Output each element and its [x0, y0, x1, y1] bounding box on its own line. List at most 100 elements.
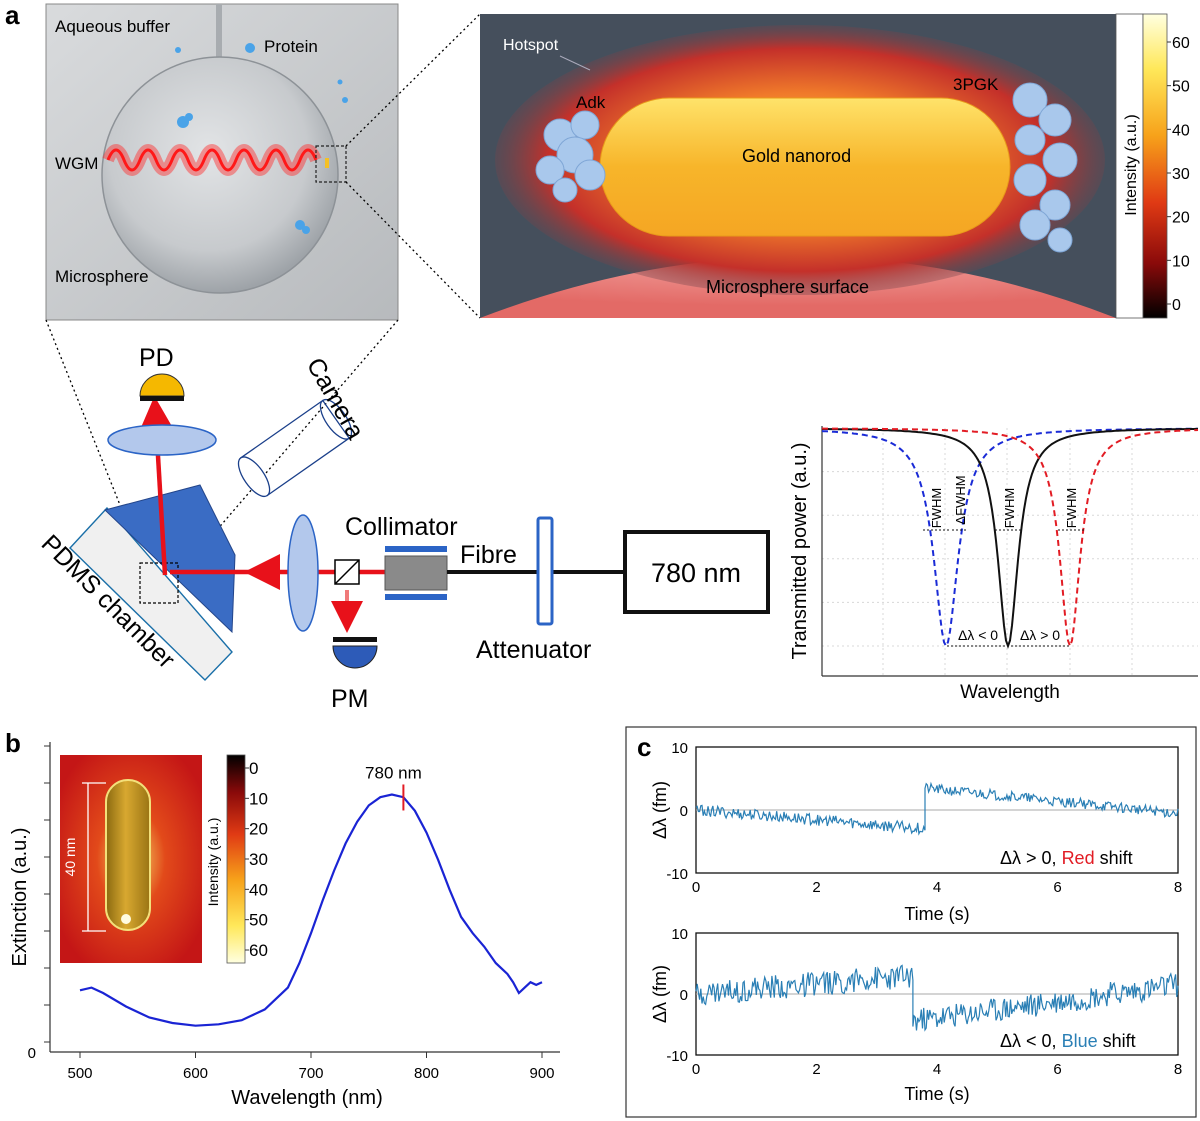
fibre-label: Fibre [460, 541, 517, 569]
inset-colorbar-tick-label: 50 [249, 911, 268, 930]
red-trace [695, 781, 1179, 836]
transmission-curve [821, 427, 1198, 649]
trace-x-tick-label: 8 [1174, 1061, 1182, 1078]
adk-protein [535, 110, 606, 203]
zoom-colorbar-gradient [1142, 13, 1168, 319]
extinction-x-tick-label: 500 [67, 1065, 92, 1082]
zoom-colorbar-tick-label: 60 [1172, 35, 1190, 52]
peak-label: 780 nm [365, 763, 422, 782]
shift-label-positive: Δλ > 0 [1020, 627, 1060, 643]
inset-colorbar-title: Intensity (a.u.) [205, 818, 221, 907]
transmission-curve [821, 427, 1199, 649]
trace-x-tick-label: 4 [933, 879, 941, 896]
prism [104, 484, 236, 634]
extinction-xlabel: Wavelength (nm) [231, 1087, 383, 1109]
microsphere-render: Aqueous buffer Protein WGM Microsphere [45, 3, 399, 321]
camera-cylinder [237, 398, 353, 498]
inset-rod [105, 779, 151, 931]
pm-bar [333, 637, 377, 642]
trace-y-tick-label: 10 [671, 926, 688, 943]
blue-xlabel: Time (s) [904, 1084, 969, 1104]
zoom-colorbar-tick-label: 50 [1172, 79, 1190, 96]
pgk-label: 3PGK [953, 75, 999, 94]
protein-label: Protein [264, 37, 318, 56]
camera-label: Camera [301, 353, 370, 444]
shift-label-negative: Δλ < 0 [958, 627, 998, 643]
fwhm-label-black: FWHM [1002, 488, 1017, 528]
extinction-x-tick-label: 900 [529, 1065, 554, 1082]
protein-particles [175, 43, 348, 234]
blue-ylabel: Δλ (fm) [650, 965, 670, 1023]
trace-y-tick-label: -10 [666, 866, 688, 883]
trace-y-tick-label: 0 [680, 803, 688, 820]
inset-colorbar [226, 754, 246, 964]
panel-c-frame [625, 726, 1197, 1118]
objective-lens [287, 514, 319, 632]
pm-detector [332, 645, 378, 669]
fwhm-label-red: FWHM [1064, 488, 1079, 528]
trace-x-tick-label: 6 [1053, 1061, 1061, 1078]
inset-colorbar-tick-label: 60 [249, 941, 268, 960]
collimator-body [384, 555, 448, 591]
red-legend: Δλ > 0, Red shift [1000, 848, 1133, 868]
red-ylabel: Δλ (fm) [650, 781, 670, 839]
laser-box [623, 530, 770, 614]
trace-y-tick-label: 10 [671, 740, 688, 757]
transmission-xlabel: Wavelength [960, 682, 1060, 703]
extinction-x-tick-label: 700 [298, 1065, 323, 1082]
microsphere-label: Microsphere [55, 267, 149, 286]
trace-line [695, 781, 1179, 836]
fwhm-label-blue: FWHM [929, 488, 944, 528]
gold-nanorod [599, 97, 1011, 237]
pd-bar [140, 396, 184, 401]
inset-hotspot [121, 914, 131, 924]
optical-setup: PDMS chamber PD Camera PM Colli [36, 344, 770, 713]
gold-nanorod-label: Gold nanorod [742, 146, 851, 166]
adk-label: Adk [576, 93, 606, 112]
hotspot-label: Hotspot [503, 37, 559, 54]
trace-x-tick-label: 0 [692, 879, 700, 896]
scale-label: 40 nm [62, 838, 78, 877]
pgk-protein [1012, 82, 1078, 253]
inset-colorbar-tick-label: 20 [249, 820, 268, 839]
pm-label: PM [331, 685, 369, 713]
zoom-box [315, 145, 347, 183]
zoom-colorbar-tick-label: 0 [1172, 297, 1181, 314]
transmission-ylabel: Transmitted power (a.u.) [789, 442, 811, 659]
attenuator [536, 516, 554, 626]
extinction-line [79, 793, 543, 1027]
collimator-top [385, 546, 447, 552]
pd-lens [107, 424, 217, 456]
inset-colorbar-tick-label: 30 [249, 850, 268, 869]
zoom-colorbar-title: Intensity (a.u.) [1123, 114, 1140, 215]
pdms-chamber-box [69, 506, 233, 681]
panel-letter-b: b [5, 728, 21, 758]
extinction-ylabel: Extinction (a.u.) [9, 828, 31, 967]
inset-colorbar-tick-label: 40 [249, 880, 268, 899]
trace-y-tick-label: 0 [680, 987, 688, 1004]
extinction-x-tick-label: 600 [183, 1065, 208, 1082]
trace-x-tick-label: 8 [1174, 879, 1182, 896]
hotspot-pointer [559, 55, 591, 71]
transmission-curve [822, 427, 1198, 649]
laser-label: 780 nm [651, 558, 741, 588]
red-xlabel: Time (s) [904, 904, 969, 924]
surface-label: Microsphere surface [706, 277, 869, 297]
zoom-colorbar-tick-label: 20 [1172, 210, 1190, 227]
nanorod-zoom: Hotspot Adk 3PGK Gold nanorod Microspher… [480, 14, 1116, 318]
chamber-zoom-box [139, 562, 179, 604]
trace-line [695, 964, 1179, 1032]
fibre-stem [216, 4, 222, 64]
zoom-rod [325, 158, 329, 168]
pd-label: PD [139, 344, 174, 372]
collimator-bottom [385, 594, 447, 600]
extinction-curve [79, 793, 543, 1027]
